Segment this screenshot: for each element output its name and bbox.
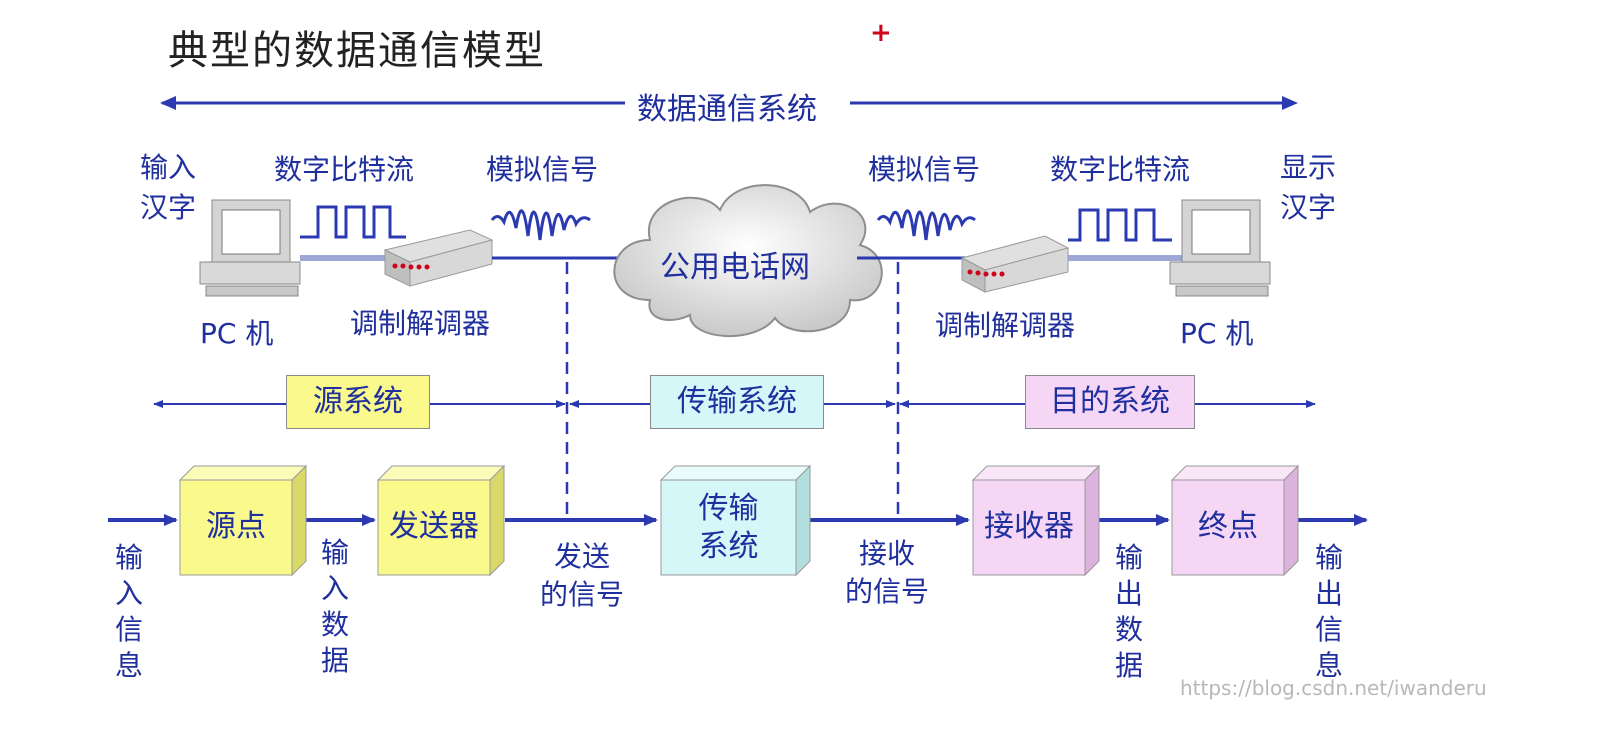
bitstream-left-label: 数字比特流 — [274, 153, 415, 186]
output-info-label: 输 出 信 息 — [1314, 541, 1343, 682]
block-transmission-system — [659, 464, 812, 577]
pc-right-label: PC 机 — [1180, 317, 1254, 350]
analog-left-label: 模拟信号 — [486, 153, 599, 186]
analog-wave-left-icon — [490, 209, 591, 241]
page-title: 典型的数据通信模型 — [168, 28, 546, 74]
public-telephone-network-label: 公用电话网 — [660, 250, 810, 285]
display-chinese-label: 显示 汉字 — [1280, 151, 1337, 224]
modem-left-label: 调制解调器 — [350, 307, 491, 340]
data-communication-system-label: 数据通信系统 — [633, 84, 821, 128]
bitstream-right-label: 数字比特流 — [1050, 153, 1191, 186]
pc-left-label: PC 机 — [200, 317, 274, 350]
received-signal-label: 接收 的信号 — [845, 537, 930, 608]
source-system-box: 源系统 — [286, 375, 430, 429]
output-data-label: 输 出 数 据 — [1114, 541, 1143, 682]
pc-right-icon — [1169, 199, 1271, 297]
bitstream-left-icon — [300, 205, 406, 239]
watermark: https://blog.csdn.net/iwanderu — [1180, 676, 1487, 700]
transmission-system-label: 传输 系统 — [698, 491, 759, 564]
analog-wave-right-icon — [876, 209, 976, 241]
receiver-label: 接收器 — [984, 509, 1074, 544]
transmission-system-box: 传输系统 — [650, 375, 824, 429]
system-span-arrow — [160, 96, 1298, 110]
block-receiver — [971, 464, 1101, 577]
modem-right-label: 调制解调器 — [935, 309, 1076, 342]
cloud-icon — [613, 184, 883, 337]
input-chinese-label: 输入 汉字 — [140, 151, 197, 224]
transmitter-label: 发送器 — [389, 509, 479, 544]
block-source-point — [178, 464, 308, 577]
modem-right-icon — [960, 235, 1070, 293]
plus-marker: + — [870, 18, 892, 48]
input-info-label: 输 入 信 息 — [114, 541, 143, 682]
modem-left-icon — [383, 229, 494, 287]
block-terminal — [1170, 464, 1300, 577]
input-data-label: 输 入 数 据 — [320, 536, 349, 677]
terminal-label: 终点 — [1198, 509, 1258, 544]
source-point-label: 源点 — [206, 509, 266, 544]
bitstream-right-icon — [1068, 208, 1172, 242]
pc-left-icon — [199, 199, 301, 297]
destination-system-box: 目的系统 — [1025, 375, 1195, 429]
analog-right-label: 模拟信号 — [868, 153, 981, 186]
block-transmitter — [376, 464, 506, 577]
sent-signal-label: 发送 的信号 — [540, 540, 625, 611]
